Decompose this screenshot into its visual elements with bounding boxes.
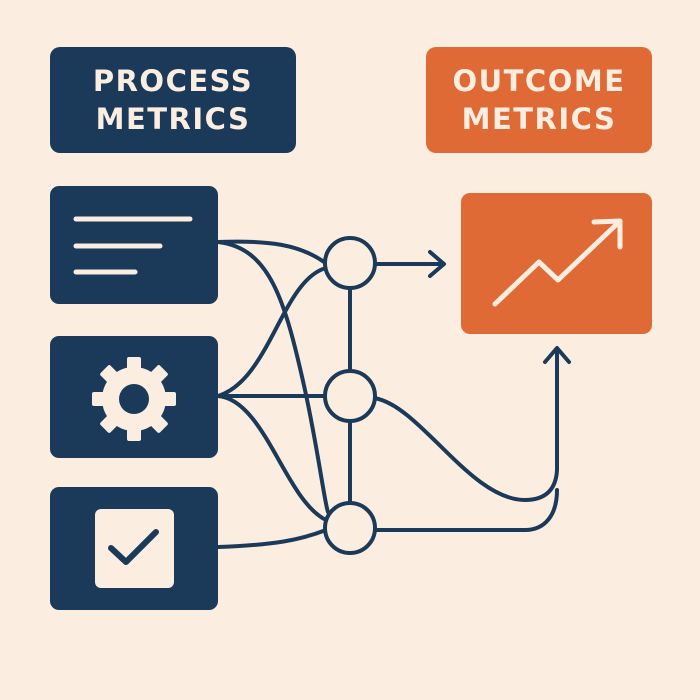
node-3 xyxy=(323,501,377,555)
link-check-to-node3 xyxy=(216,528,328,549)
link-gear-to-node3 xyxy=(216,394,328,522)
document-lines-icon xyxy=(73,216,193,275)
process-heading-line1: PROCESS xyxy=(92,64,254,98)
connectors xyxy=(216,239,571,549)
node-2 xyxy=(323,369,377,423)
link-gear-to-node1 xyxy=(216,266,328,398)
outcome-metrics-heading: OUTCOME METRICS xyxy=(426,47,652,153)
node-1 xyxy=(323,236,377,290)
outcome-heading-line2: METRICS xyxy=(461,102,617,136)
link-doc-to-node3 xyxy=(216,240,330,514)
link-node3-to-outcome xyxy=(372,488,559,532)
outcome-heading-line1: OUTCOME xyxy=(452,64,626,98)
checkbox-box xyxy=(50,487,218,610)
process-heading-line2: METRICS xyxy=(95,102,251,136)
arrowhead-up xyxy=(543,346,571,364)
arrowhead-right xyxy=(428,250,446,278)
process-metrics-heading: PROCESS METRICS xyxy=(50,47,296,153)
document-box xyxy=(50,186,218,304)
gear-icon xyxy=(92,357,176,441)
trend-up-arrow-icon xyxy=(492,218,623,307)
checkbox-icon xyxy=(95,509,174,588)
nodes xyxy=(323,236,377,555)
gear-box xyxy=(50,336,218,458)
link-doc-to-node1 xyxy=(216,239,326,264)
link-node2-to-outcome xyxy=(372,348,559,503)
outcome-box xyxy=(461,193,652,334)
